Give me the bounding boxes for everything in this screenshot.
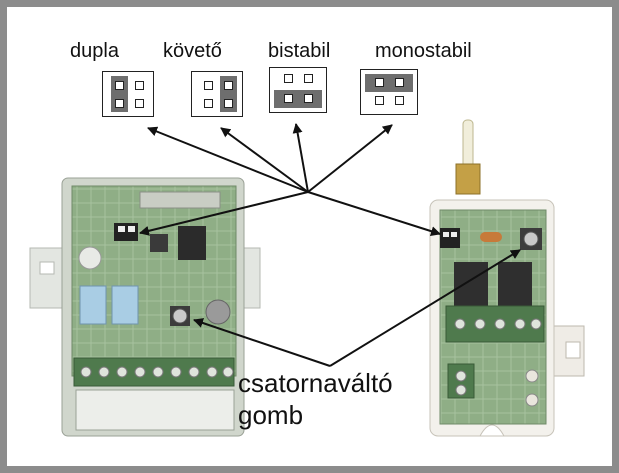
arrow-to-monostabil xyxy=(307,124,393,193)
jumper-diagram-koveto xyxy=(191,71,243,117)
left-receiver-module xyxy=(29,177,261,437)
caption-line-1: csatornaváltó xyxy=(238,368,393,398)
mode-label-monostabil: monostabil xyxy=(375,40,472,62)
arrow-to-left-button xyxy=(193,318,331,367)
jumper-diagram-dupla xyxy=(102,71,154,117)
arrow-to-koveto xyxy=(220,127,309,193)
arrow-to-left-jumper xyxy=(139,191,309,236)
jumper-diagram-bistabil xyxy=(269,67,327,113)
mode-label-dupla: dupla xyxy=(70,40,119,62)
right-receiver-module xyxy=(429,119,585,437)
arrow-to-bistabil xyxy=(292,123,309,193)
arrow-to-right-jumper xyxy=(307,191,441,237)
caption-line-2: gomb xyxy=(238,400,304,430)
mode-arrows xyxy=(139,123,441,237)
arrow-to-right-button xyxy=(329,249,521,367)
mode-label-koveto: követő xyxy=(163,40,222,62)
jumper-diagram-monostabil xyxy=(360,69,418,115)
mode-label-bistabil: bistabil xyxy=(268,40,331,62)
button-arrows xyxy=(193,249,521,367)
arrow-to-dupla xyxy=(147,126,309,193)
